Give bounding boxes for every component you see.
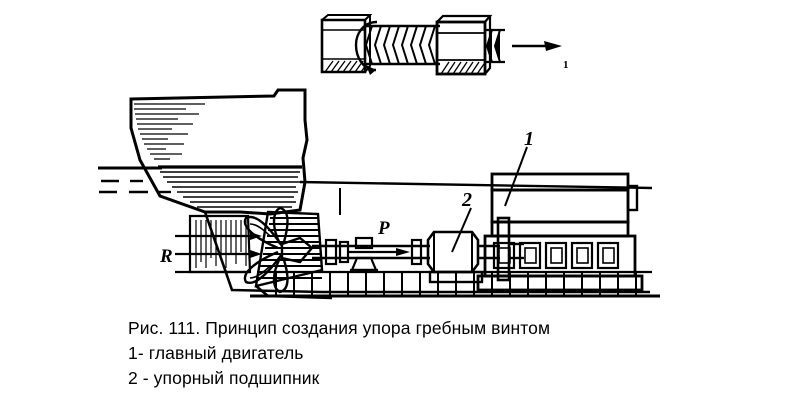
propeller — [243, 206, 314, 294]
ship-hull-section — [129, 88, 309, 216]
legend-item-1: 1- главный двигатель — [128, 343, 304, 363]
main-engine-leader — [504, 146, 528, 207]
thrust-arrow — [512, 41, 562, 51]
thrust-bearing-leader — [451, 207, 472, 253]
thrust-bearing — [426, 230, 500, 284]
rotation-arrow — [354, 20, 378, 75]
threaded-shank — [364, 24, 440, 66]
shaft-support-bearing — [350, 236, 378, 272]
main-engine-block — [476, 172, 644, 292]
main-engine-label: 1 — [524, 128, 534, 150]
thrust-force-label: P — [377, 218, 390, 239]
caption-title: Рис. 111. Принцип создания упора гребным… — [128, 318, 551, 338]
hex-nut — [435, 14, 505, 76]
figure-caption: Рис. 111. Принцип создания упора гребным… — [128, 316, 788, 391]
ship-propulsion-section: R — [98, 88, 660, 300]
thrust-arrow-label: 1 — [563, 59, 569, 71]
legend-item-2: 2 - упорный подшипник — [128, 368, 320, 388]
waterline — [98, 166, 171, 194]
engine-room-deck-line — [299, 180, 653, 190]
reaction-force-label: R — [159, 246, 173, 267]
reaction-force-arrows — [175, 214, 262, 274]
engine-crankcase-doors — [492, 241, 620, 270]
thrust-bearing-label: 2 — [461, 189, 472, 211]
bolt-and-nut-analogy: 1 — [320, 14, 569, 76]
